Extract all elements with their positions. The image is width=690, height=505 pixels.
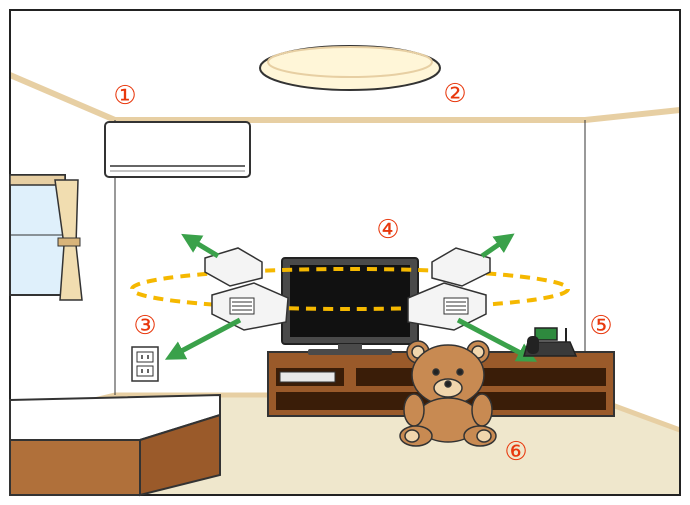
marker-2: ②	[443, 79, 466, 109]
marker-6: ⑥	[504, 437, 527, 467]
ceiling-light-icon	[260, 46, 440, 90]
video-player	[280, 372, 335, 382]
wall-outlet-icon	[132, 347, 158, 381]
marker-5: ⑤	[589, 311, 612, 341]
marker-4: ④	[376, 215, 399, 245]
window	[10, 175, 82, 300]
bed	[10, 395, 220, 495]
marker-1: ①	[113, 81, 136, 111]
air-conditioner-icon	[105, 122, 250, 177]
television-icon	[282, 258, 418, 355]
marker-3: ③	[133, 311, 156, 341]
teddy-bear-icon	[400, 341, 496, 446]
